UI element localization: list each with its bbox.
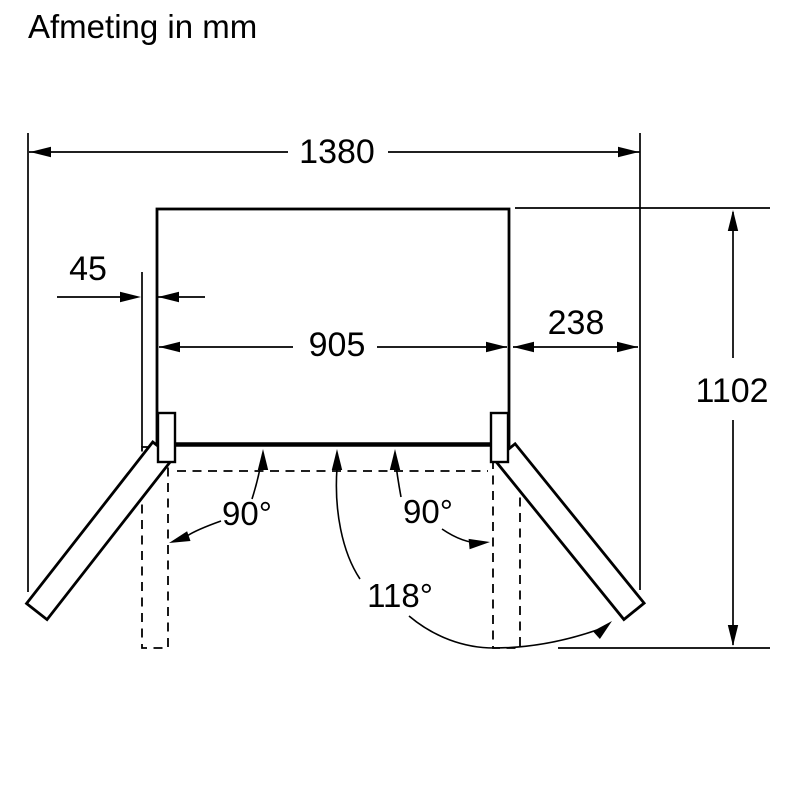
dim-right-clearance-label: 238 [548, 304, 605, 342]
dim-door-gap-label: 45 [69, 250, 107, 288]
arrowhead-left [513, 341, 534, 353]
left-hinge [156, 411, 177, 464]
arrowhead-down [727, 625, 739, 646]
arrowhead-left [158, 291, 179, 303]
page-title: Afmeting in mm [28, 8, 257, 45]
arrowhead-up [257, 449, 269, 470]
arrowhead-right [618, 146, 639, 158]
arrowhead-left [30, 146, 51, 158]
arrowhead-right [617, 341, 638, 353]
angle-arc [335, 467, 361, 580]
dim-depth: 1102 [695, 210, 769, 646]
arrowhead-left [169, 531, 191, 543]
extension-lines [27, 133, 770, 649]
left-door-open [24, 440, 176, 622]
arrowhead-up [727, 210, 739, 231]
dim-body-width-label: 905 [309, 326, 366, 364]
arrowhead-left [159, 341, 180, 353]
door-90-projections [141, 446, 521, 649]
angle-arc [408, 615, 598, 649]
arrowhead-right [468, 538, 490, 550]
angle-left-door-label: 90° [222, 495, 272, 532]
arrowhead-up [331, 449, 343, 470]
angle-right-door-label: 90° [403, 493, 453, 530]
arrowhead-right [120, 291, 141, 303]
dim-door-gap: 45 [57, 250, 205, 303]
dim-right-clearance: 238 [513, 304, 638, 353]
dim-depth-label: 1102 [695, 372, 768, 410]
arrowhead-up [389, 449, 401, 470]
leader-line [186, 520, 222, 537]
arrowhead-right [486, 341, 507, 353]
right-hinge [489, 411, 510, 464]
angle-max-opening-label: 118° [367, 577, 433, 614]
arrowhead-door [592, 621, 612, 639]
right-door-open [492, 441, 647, 622]
dim-overall-width: 1380 [29, 133, 640, 171]
angle-max-opening: 118° [331, 449, 612, 649]
angle-left-door: 90° [169, 449, 272, 543]
dim-body-width: 905 [159, 326, 507, 364]
angle-right-door: 90° [389, 449, 490, 550]
left-door-90-outline [141, 446, 169, 649]
dim-overall-width-label: 1380 [299, 133, 375, 171]
